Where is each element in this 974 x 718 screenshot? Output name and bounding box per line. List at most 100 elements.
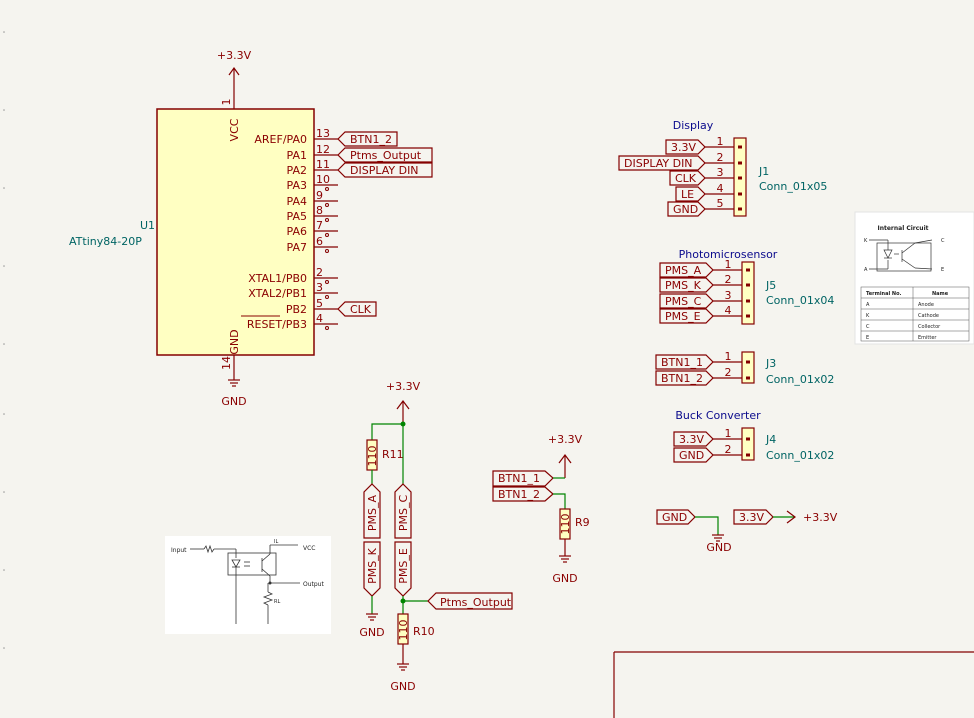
u1-gnd-pin-number: 14 — [220, 356, 233, 370]
application-circuit-image: Input VCC Output RL IL — [165, 536, 331, 634]
sensor-gnd-label: GND — [359, 626, 384, 639]
u1-pin-pa3[interactable]: PA3 10 — [287, 173, 338, 192]
u1-pin-number: 6 — [316, 235, 323, 248]
j3-label: BTN1_2 — [661, 372, 703, 385]
r10-value: 110 — [397, 620, 410, 641]
j1-pin-4[interactable]: LE 4 — [675, 182, 742, 202]
r9-gnd-label: GND — [552, 572, 577, 585]
u1-pin-name: PA7 — [287, 241, 307, 254]
j1-pin-number: 2 — [717, 151, 724, 164]
ic-table-cell: K — [866, 313, 870, 319]
ground-icon — [366, 613, 378, 621]
u1-pin-name: XTAL1/PB0 — [248, 272, 307, 285]
power-arrow-icon — [396, 400, 410, 424]
j5-pin-number: 4 — [725, 304, 732, 317]
ground-icon — [228, 379, 240, 387]
grid-markers — [3, 31, 5, 649]
ic-table-cell: C — [866, 324, 870, 330]
ic-table-cell: Collector — [918, 324, 941, 330]
power-arrow-icon — [228, 66, 240, 109]
net-tie-gnd-power-label: GND — [706, 541, 731, 554]
u1-pin-number: 12 — [316, 143, 330, 156]
u1-gnd-power-label: GND — [221, 395, 246, 408]
btn1-2-label: BTN1_2 — [498, 488, 540, 501]
ic-table-cell: Cathode — [918, 313, 939, 319]
j1-label: CLK — [675, 172, 697, 185]
j4-label: 3.3V — [679, 433, 704, 446]
ground-icon — [397, 663, 409, 671]
button-network[interactable]: +3.3V BTN1_1 BTN1_2 110 R9 GND — [492, 433, 590, 585]
j1-pin-number: 4 — [717, 182, 724, 195]
internal-circuit-image: Internal Circuit K A C E Terminal No.Nam… — [854, 211, 974, 345]
j3-pin-number: 2 — [725, 366, 732, 379]
net-ties[interactable]: GND GND 3.3V +3.3V — [656, 509, 838, 554]
u1-pin-name: PA3 — [287, 179, 307, 192]
net-tie-gnd-label: GND — [662, 511, 687, 524]
net-tie-33v-power-label: +3.3V — [803, 511, 838, 524]
app-output-label: Output — [303, 581, 324, 588]
u1-net-label: Ptms_Output — [350, 149, 422, 162]
u1-pin-number: 5 — [316, 297, 323, 310]
sensor-network[interactable]: +3.3V 110 R11 PMS_A PMS_C PMS_K PMS_E GN… — [359, 380, 513, 693]
u1-attiny84[interactable]: +3.3V 1 VCC U1 ATtiny84-20P GND 14 GND A… — [69, 49, 433, 408]
u1-pin-number: 7 — [316, 219, 323, 232]
j3-pin-2[interactable]: BTN1_2 2 — [655, 366, 750, 386]
j5-value: Conn_01x04 — [766, 294, 834, 307]
ic-pin-e-label: E — [941, 267, 944, 273]
u1-net-label: BTN1_2 — [350, 133, 392, 146]
r10-gnd-label: GND — [390, 680, 415, 693]
ic-pin-k-label: K — [864, 238, 868, 244]
ic-table-header: Name — [932, 291, 949, 297]
j1-reference: J1 — [758, 165, 769, 178]
j1-title: Display — [673, 119, 714, 132]
u1-reference: U1 — [140, 219, 155, 232]
u1-vcc-power-label: +3.3V — [217, 49, 252, 62]
u1-net-label: CLK — [350, 303, 372, 316]
u1-pin-pa7[interactable]: PA7 6 — [287, 235, 338, 254]
power-arrow-icon — [786, 510, 796, 524]
j1-pin-number: 5 — [717, 197, 724, 210]
u1-pin-number: 2 — [316, 266, 323, 279]
j3-value: Conn_01x02 — [766, 373, 834, 386]
ic-table-cell: Emitter — [918, 335, 937, 341]
u1-pin-xtal1-pb0[interactable]: XTAL1/PB0 2 — [248, 266, 338, 285]
j4-value: Conn_01x02 — [766, 449, 834, 462]
u1-pin-number: 10 — [316, 173, 330, 186]
j1-pin-3[interactable]: CLK 3 — [669, 166, 742, 186]
pms-e-label: PMS_E — [397, 548, 410, 584]
pms-a-label: PMS_A — [366, 494, 379, 531]
u1-net-label: DISPLAY DIN — [350, 164, 419, 177]
j4-label: GND — [679, 449, 704, 462]
j1-label: LE — [681, 188, 694, 201]
j1-pin-number: 3 — [717, 166, 724, 179]
app-rl-label: RL — [274, 599, 280, 605]
